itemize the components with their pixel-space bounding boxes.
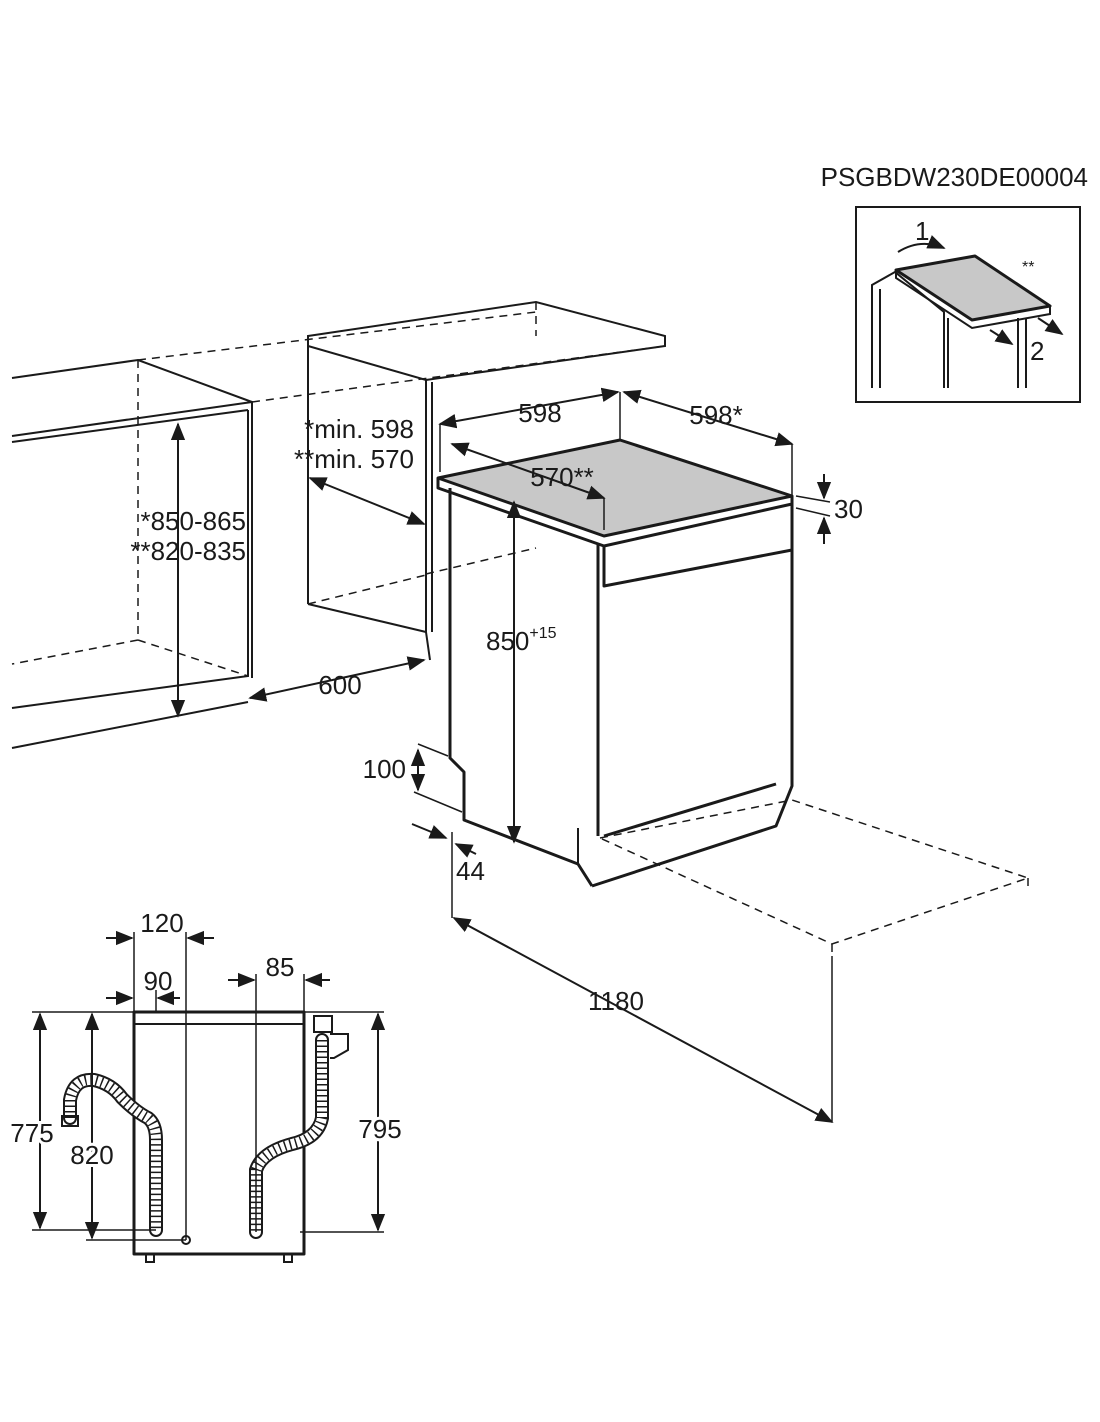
worktop-removal-inset: 1 2 ** bbox=[855, 206, 1081, 403]
rear-dim-120: 120 bbox=[140, 908, 183, 938]
dim-niche-min-1: *min. 598 bbox=[304, 414, 414, 444]
kitchen-cabinets bbox=[11, 300, 1031, 956]
inset-step-1: 1 bbox=[915, 216, 929, 246]
dim-height: 850+15 bbox=[486, 625, 557, 656]
inset-step-2: 2 bbox=[1030, 336, 1044, 366]
rear-dim-820: 820 bbox=[70, 1140, 113, 1170]
dim-feet-offset: 44 bbox=[456, 856, 485, 886]
dim-niche-height-1: *850-865 bbox=[140, 506, 246, 536]
dim-worktop: 30 bbox=[834, 494, 863, 524]
dim-width-side: 598* bbox=[689, 400, 743, 430]
dim-plinth: 100 bbox=[363, 754, 406, 784]
dim-width-front: 598 bbox=[518, 398, 561, 428]
rear-view bbox=[32, 930, 386, 1263]
rear-dim-775: 775 bbox=[10, 1118, 53, 1148]
dim-niche-min-2: **min. 570 bbox=[294, 444, 414, 474]
dim-niche-height-2: **820-835 bbox=[130, 536, 246, 566]
dimension-lines bbox=[170, 387, 834, 1123]
rear-dim-90: 90 bbox=[144, 966, 173, 996]
document-code: PSGBDW230DE00004 bbox=[821, 162, 1088, 192]
dishwasher-body bbox=[436, 438, 794, 888]
worktop bbox=[436, 438, 794, 538]
rear-dim-85: 85 bbox=[266, 952, 295, 982]
dim-hose-length: 1180 bbox=[588, 986, 644, 1016]
dim-depth-top: 570** bbox=[530, 462, 594, 492]
rear-dim-795: 795 bbox=[358, 1114, 401, 1144]
dim-niche-depth: 600 bbox=[318, 670, 361, 700]
inset-marker: ** bbox=[1022, 259, 1034, 276]
